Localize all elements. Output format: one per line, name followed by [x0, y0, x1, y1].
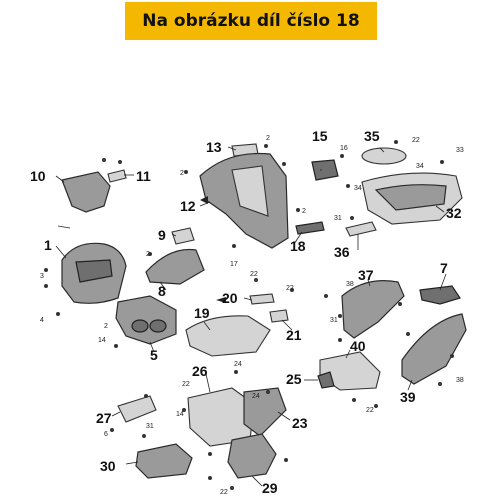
small-label-38b: 38	[456, 377, 464, 384]
part-15-shape	[311, 159, 339, 181]
part-8-shape	[145, 248, 205, 285]
label-26: 26	[192, 363, 208, 379]
part-20-shape	[249, 293, 275, 305]
small-label-4: 4	[40, 317, 44, 324]
part-10-shape	[61, 171, 111, 213]
small-label-16: 16	[340, 145, 348, 152]
label-9: 9	[158, 227, 166, 243]
part-35-shape	[361, 147, 407, 165]
small-label-24a: 24	[234, 361, 242, 368]
small-label-14b: 14	[176, 411, 184, 418]
part-29-shape	[227, 433, 277, 479]
part-5-light-left	[131, 319, 149, 333]
part-7-shape	[419, 285, 461, 305]
part-12-detail	[231, 165, 269, 217]
small-label-38a: 38	[346, 281, 354, 288]
title-banner: Na obrázku díl číslo 18	[125, 2, 377, 40]
part-1-headlight	[75, 259, 113, 283]
small-label-2d: 2	[146, 251, 150, 258]
small-label-22d: 22	[182, 381, 190, 388]
label-30: 30	[100, 458, 116, 474]
small-label-2a: 2	[266, 135, 270, 142]
part-30-shape	[135, 443, 193, 479]
part-5-shape	[115, 295, 177, 345]
small-label-2c: 2	[302, 208, 306, 215]
small-label-34b: 34	[354, 185, 362, 192]
small-label-14a: 14	[98, 337, 106, 344]
label-12: 12	[180, 198, 196, 214]
label-27: 27	[96, 410, 112, 426]
part-27-shape	[117, 395, 157, 423]
part-9-shape	[171, 227, 195, 245]
small-label-33: 33	[456, 147, 464, 154]
small-label-22a: 22	[412, 137, 420, 144]
label-23: 23	[292, 415, 308, 431]
small-label-31b: 31	[330, 317, 338, 324]
label-7: 7	[440, 260, 448, 276]
leader-lines	[55, 146, 447, 487]
label-21: 21	[286, 327, 302, 343]
label-19: 19	[194, 305, 210, 321]
part-25-shape	[317, 371, 335, 389]
label-15: 15	[312, 128, 328, 144]
part-18-shape	[295, 221, 325, 235]
fasteners	[44, 140, 454, 490]
part-32-inner	[374, 184, 447, 211]
part-37-shape	[341, 280, 405, 339]
small-label-22c: 22	[286, 285, 294, 292]
part-5-light-right	[149, 319, 167, 333]
small-label-31a: 31	[334, 215, 342, 222]
label-39: 39	[400, 389, 416, 405]
label-1: 1	[44, 237, 52, 253]
part-19-shape	[185, 315, 271, 357]
small-label-22e: 22	[366, 407, 374, 414]
small-label-17: 17	[230, 261, 238, 268]
small-label-24b: 24	[252, 393, 260, 400]
part-23-shape	[243, 387, 287, 437]
label-8: 8	[158, 283, 166, 299]
part-39-shape	[401, 313, 467, 385]
label-29: 29	[262, 480, 278, 496]
small-label-3: 3	[40, 273, 44, 280]
small-label-22f: 22	[220, 489, 228, 496]
small-label-6: 6	[104, 431, 108, 438]
small-label-31c: 31	[146, 423, 154, 430]
part-36-shape	[345, 221, 377, 237]
part-11-shape	[107, 169, 127, 183]
label-11: 11	[136, 168, 151, 184]
label-20: 20	[222, 290, 238, 306]
label-40: 40	[350, 338, 366, 354]
banner-text: Na obrázku díl číslo 18	[142, 11, 360, 31]
label-10: 10	[30, 168, 46, 184]
label-36: 36	[334, 244, 350, 260]
label-13: 13	[206, 139, 222, 155]
label-32: 32	[446, 205, 462, 221]
label-18: 18	[290, 238, 306, 254]
small-label-34a: 34	[416, 163, 424, 170]
label-35: 35	[364, 128, 380, 144]
small-label-2e: 2	[104, 323, 108, 330]
small-label-22b: 22	[250, 271, 258, 278]
part-21-shape	[269, 309, 289, 323]
label-5: 5	[150, 347, 158, 363]
small-label-2b: 2	[180, 170, 184, 177]
label-25: 25	[286, 371, 302, 387]
label-37: 37	[358, 267, 374, 283]
